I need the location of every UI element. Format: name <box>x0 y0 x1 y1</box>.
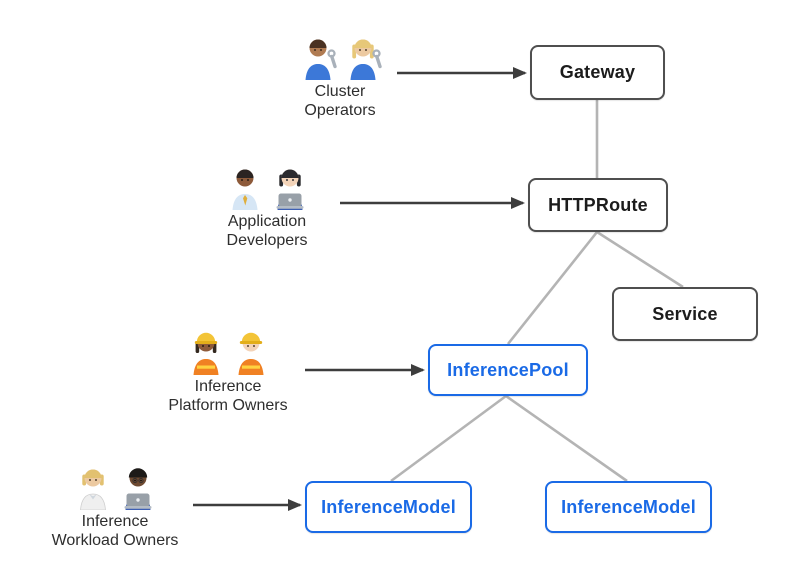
node-inferencemodel-right: InferenceModel <box>545 481 712 533</box>
node-inferencepool: InferencePool <box>428 344 588 396</box>
node-service: Service <box>612 287 758 341</box>
application-developers-label: Application Developers <box>227 212 308 250</box>
node-inferencemodel-left: InferenceModel <box>305 481 472 533</box>
node-httproute: HTTPRoute <box>528 178 668 232</box>
cluster-operators-label: Cluster Operators <box>304 82 375 120</box>
man-office-worker-icon <box>232 169 257 210</box>
person-white-coat-icon <box>79 469 106 510</box>
man-mechanic-icon <box>305 39 337 80</box>
woman-construction-worker-icon <box>193 332 218 375</box>
inference-workload-owners-label-line2: Workload Owners <box>51 532 179 549</box>
edge-httproute-inferencepool <box>506 231 599 345</box>
application-developers-icons <box>225 164 310 210</box>
application-developers-label-line2: Developers <box>226 232 308 249</box>
man-construction-worker-icon <box>238 332 263 375</box>
woman-technologist-icon <box>276 169 303 210</box>
inference-platform-owners-label-line2: Platform Owners <box>168 397 288 414</box>
node-gateway-label: Gateway <box>559 62 636 82</box>
inference-platform-owners-label: Inference Platform Owners <box>168 377 287 415</box>
actor-inference-platform-owners: Inference Platform Owners <box>153 329 303 415</box>
cluster-operators-label-line1: Cluster <box>314 83 366 100</box>
cluster-operators-icons <box>298 34 383 80</box>
node-httproute-label: HTTPRoute <box>548 194 648 215</box>
man-technologist-icon <box>124 468 151 510</box>
cluster-operators-label-line2: Operators <box>304 102 376 119</box>
application-developers-label-line1: Application <box>227 213 307 230</box>
edge-inferencepool-inferencemodel-left <box>390 394 507 483</box>
actor-application-developers: Application Developers <box>197 164 337 250</box>
inference-platform-owners-icons <box>186 329 271 375</box>
edge-httproute-service <box>596 230 684 289</box>
inference-platform-owners-label-line1: Inference <box>194 378 262 395</box>
actor-inference-workload-owners: Inference Workload Owners <box>30 464 200 550</box>
node-inferencemodel-left-label: InferenceModel <box>321 496 456 517</box>
node-service-label: Service <box>652 303 718 324</box>
actor-cluster-operators: Cluster Operators <box>270 34 410 120</box>
woman-mechanic-icon <box>350 39 382 80</box>
node-inferencepool-label: InferencePool <box>447 359 569 380</box>
node-gateway: Gateway <box>530 45 665 100</box>
inference-workload-owners-label: Inference Workload Owners <box>52 512 179 550</box>
node-inferencemodel-right-label: InferenceModel <box>561 496 696 517</box>
inference-workload-owners-label-line1: Inference <box>81 513 149 530</box>
edge-inferencepool-inferencemodel-right <box>505 394 628 483</box>
inference-workload-owners-icons <box>73 464 158 510</box>
